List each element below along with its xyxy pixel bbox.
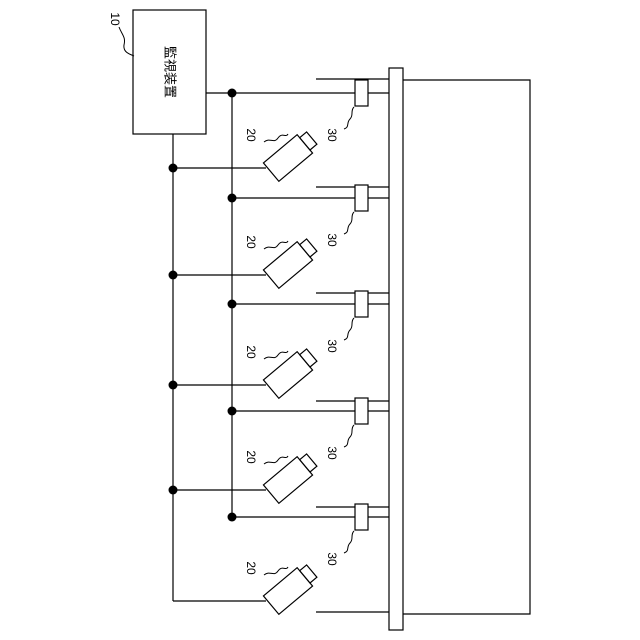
structure-body [403,80,530,614]
sensor-leader [344,318,354,340]
sensor-leader [344,425,354,447]
camera-body [263,451,319,503]
camera-body [263,129,319,181]
sensor-box [355,185,368,211]
sensor-leader [344,107,354,129]
camera: 20 [169,345,320,398]
camera: 20 [169,450,320,503]
sensor-ref-label: 30 [325,128,339,142]
sensor-ref-label: 30 [325,233,339,247]
sensor-ref-label: 30 [325,446,339,460]
camera-ref-label: 20 [244,450,258,464]
sensor-box [355,504,368,530]
cameras: 20 20 20 20 20 [169,128,320,614]
camera-body [263,346,319,398]
camera-body [263,562,319,614]
sensor: 30 [228,504,390,566]
monitoring-device-ref: 10 [108,12,122,26]
camera-ref-label: 20 [244,561,258,575]
sensor-ref-label: 30 [325,339,339,353]
sensor: 30 [228,291,390,353]
sensor-box [355,80,368,106]
monitoring-device: 監視装置 10 [108,10,206,134]
camera-leader [264,351,288,359]
monitoring-device-label: 監視装置 [163,46,178,98]
camera-ref-label: 20 [244,128,258,142]
camera-leader [264,456,288,464]
sensor-box [355,398,368,424]
monitoring-device-leader [119,27,134,56]
sensor-box [355,291,368,317]
camera-leader [264,567,288,575]
sensor-ref-label: 30 [325,552,339,566]
camera-ref-label: 20 [244,345,258,359]
camera-leader [264,134,288,142]
camera: 20 [169,235,320,288]
camera-ref-label: 20 [244,235,258,249]
camera-body [263,236,319,288]
mounting-plate [389,68,403,630]
camera: 20 [169,128,320,181]
camera-leader [264,241,288,249]
sensor-leader [344,531,354,553]
camera: 20 [173,561,319,614]
sensor-leader [344,212,354,234]
